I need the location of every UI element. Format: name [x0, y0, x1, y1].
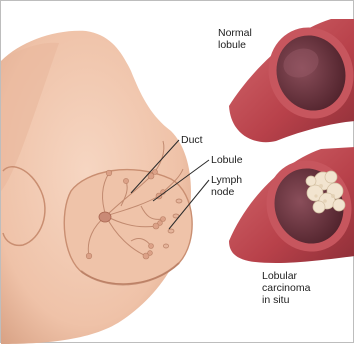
- label-normal-lobule: Normal lobule: [218, 27, 252, 51]
- label-lymph-node: Lymph node: [211, 174, 242, 198]
- label-lobule: Lobule: [211, 154, 243, 166]
- label-lobular-carcinoma-in-situ: Lobular carcinoma in situ: [262, 270, 310, 306]
- label-duct: Duct: [181, 134, 203, 146]
- lcis-illustration: [229, 147, 354, 264]
- torso: [1, 31, 192, 344]
- nipple: [99, 212, 111, 222]
